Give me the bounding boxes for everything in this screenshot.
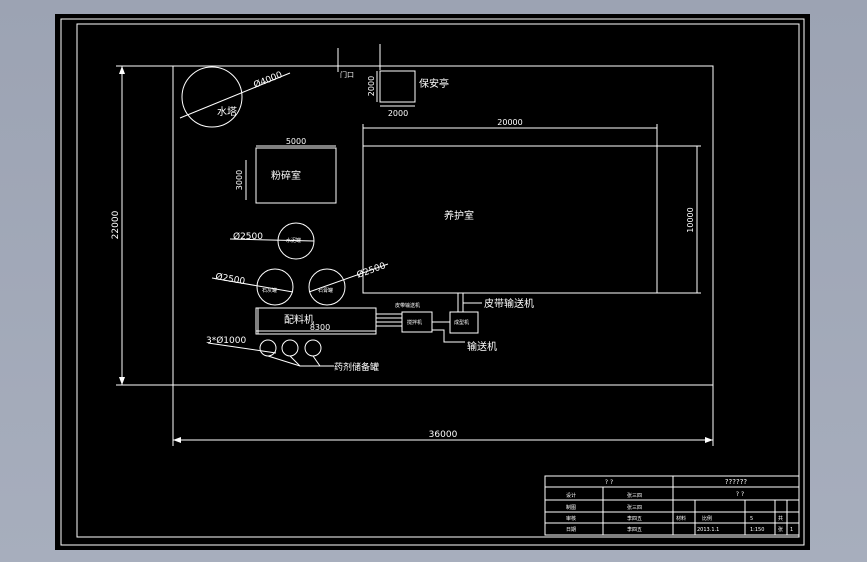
overall-width-label: 36000 — [429, 430, 458, 440]
water-tower — [181, 66, 243, 128]
title-block-r4-left: 日期 — [566, 527, 576, 533]
crushing-room-height: 3000 — [235, 170, 244, 190]
batching-machine-label: 配料机 — [284, 313, 314, 326]
belt-conveyor-label: 皮带输送机 — [484, 297, 534, 310]
outer-border — [60, 18, 805, 546]
title-block-subtitle: ? ? — [605, 479, 613, 486]
conveyor-label: 输送机 — [467, 340, 497, 353]
site-boundary — [172, 65, 714, 386]
title-block-r2-left: 制图 — [566, 504, 576, 511]
batching-machine — [255, 307, 377, 335]
overall-width-dimension — [172, 385, 714, 446]
overall-height-label: 22000 — [111, 210, 121, 239]
small-conveyor-label: 皮带输送机 — [395, 302, 420, 309]
batching-machine-length: 8300 — [310, 323, 330, 332]
sheet-background — [55, 14, 810, 550]
title-block-r4-c6: 1:150 — [750, 527, 764, 533]
title-block-r4-c7: 1 — [790, 527, 793, 533]
water-tower-diameter-line — [179, 72, 291, 119]
title-block-r3-c8: 共 — [778, 515, 783, 522]
mixer-tank-leader — [229, 238, 315, 242]
title-block-r3-mid: 李四五 — [627, 515, 642, 522]
title-block-r3-left: 审核 — [566, 515, 576, 522]
guard-booth-width: 2000 — [388, 109, 408, 118]
additive-tanks-label: 药剂储备罐 — [334, 361, 379, 373]
title-block-r3-c7: 5 — [750, 516, 753, 522]
water-tower-label: 水塔 — [217, 105, 237, 118]
guard-booth-label: 保安亭 — [419, 77, 449, 90]
title-block-r4-c8: 张 — [778, 526, 783, 533]
mixer-box-2 — [449, 311, 479, 334]
conveyor-leader — [432, 329, 465, 343]
belt-conveyor — [457, 293, 482, 312]
storage-tank-left-label: 石灰罐 — [262, 287, 277, 294]
storage-tank-right — [308, 268, 346, 306]
title-block-r1-left: 设计 — [566, 492, 576, 499]
title-block-r3-c5: 材料 — [676, 515, 686, 522]
title-block-r4-mid: 李四五 — [627, 526, 642, 533]
title-block-r3-c6: 比例 — [702, 515, 712, 522]
guard-booth-height: 2000 — [367, 76, 376, 96]
curing-room-height: 10000 — [686, 207, 695, 232]
title-block-title: ?????? — [725, 478, 748, 486]
additive-tanks-leaders — [267, 355, 334, 367]
additive-tanks-count: 3*Ø1000 — [206, 335, 246, 346]
batching-to-mixer-lines — [376, 313, 402, 327]
crushing-room-label: 粉碎室 — [271, 169, 301, 182]
inner-frame — [76, 23, 800, 538]
title-block-r2-mid: 张三四 — [627, 504, 642, 511]
guard-booth — [379, 70, 416, 103]
title-block-stage: ? ? — [736, 491, 744, 498]
curing-room-width: 20000 — [497, 118, 522, 127]
mixer-box-1-label: 搅拌机 — [407, 319, 422, 326]
mixer-tank-label: 水泥罐 — [286, 237, 301, 244]
mixer-tank-diameter: Ø2500 — [233, 231, 263, 242]
overall-height-dimension — [116, 65, 173, 386]
storage-tank-right-label: 石膏罐 — [318, 287, 333, 294]
mixer-box-2-label: 成型机 — [454, 319, 469, 326]
curing-room-label: 养护室 — [444, 209, 474, 222]
crushing-room — [255, 147, 337, 204]
crushing-room-width: 5000 — [286, 137, 306, 146]
curing-room-height-dim — [657, 145, 701, 294]
curing-room-width-dim — [362, 124, 658, 146]
gate-label: 门口 — [340, 70, 354, 79]
storage-tank-left-diameter: Ø2500 — [214, 271, 246, 287]
storage-tank-left — [256, 268, 294, 306]
curing-room — [362, 145, 658, 294]
title-block-r1-mid: 张三四 — [627, 492, 642, 499]
storage-tank-right-leader — [308, 263, 389, 293]
storage-tank-left-leader — [211, 277, 294, 293]
title-block-r4-c5: 2013.1.1 — [697, 527, 719, 533]
additive-tanks-dim-leader — [207, 342, 277, 354]
title-block — [544, 475, 800, 536]
